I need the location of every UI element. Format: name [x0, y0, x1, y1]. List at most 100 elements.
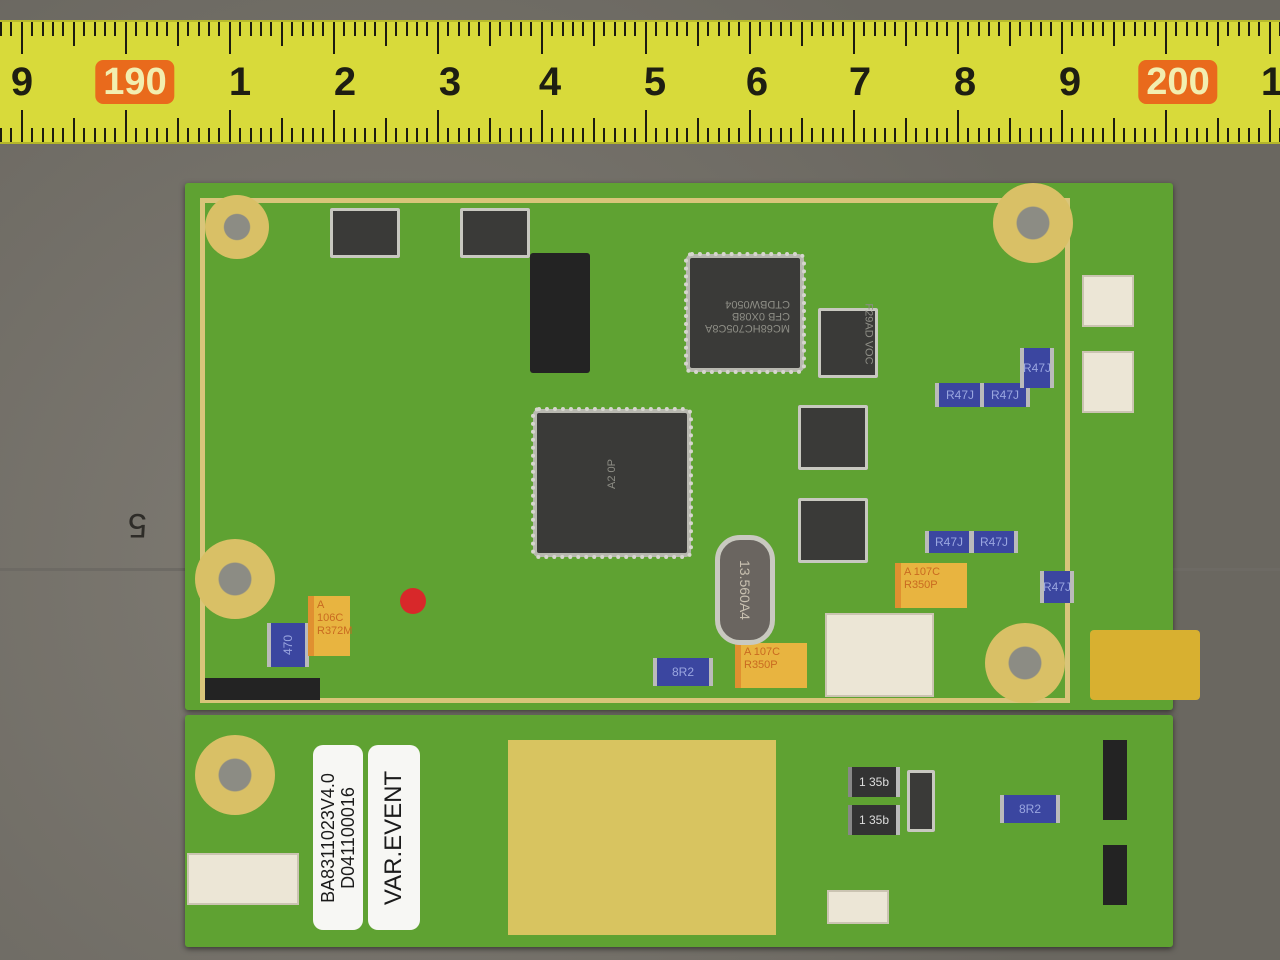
- white-connector[interactable]: [1082, 275, 1134, 327]
- tape-tick: [832, 22, 834, 36]
- tape-tick: [197, 22, 200, 36]
- tape-tick: [83, 128, 86, 142]
- tape-tick: [322, 22, 325, 36]
- main-processor-chip: A2 0P: [531, 407, 693, 559]
- tape-tick: [676, 128, 678, 142]
- tape-number-label: 1: [228, 60, 252, 104]
- inductor: 1 35b: [848, 767, 900, 797]
- tape-tick: [551, 22, 554, 36]
- ic-soic: [460, 208, 530, 258]
- tape-tick: [717, 128, 720, 142]
- tape-tick: [499, 128, 502, 142]
- ground-frame: [200, 198, 1070, 703]
- tape-tick: [374, 128, 377, 142]
- tape-tick: [832, 128, 834, 142]
- tape-tick: [1029, 22, 1032, 36]
- tape-number-label: 7: [848, 60, 872, 104]
- tape-tick: [1092, 22, 1094, 36]
- tape-tick: [686, 128, 689, 142]
- tape-tick: [748, 22, 751, 54]
- tape-number-label: 9: [1058, 60, 1082, 104]
- tape-tick: [239, 128, 242, 142]
- tape-tick: [884, 22, 886, 36]
- tape-tick: [1040, 22, 1042, 36]
- tape-tick: [790, 128, 793, 142]
- tape-tick: [1102, 128, 1105, 142]
- tape-tick: [707, 22, 710, 36]
- tape-tick: [509, 128, 512, 142]
- tape-tick: [1102, 22, 1105, 36]
- mounting-hole: [205, 195, 269, 259]
- jumper-header[interactable]: [205, 678, 320, 700]
- tape-tick: [811, 22, 814, 36]
- tape-tick: [322, 128, 325, 142]
- tape-tick: [1206, 22, 1209, 36]
- tape-tick: [301, 22, 304, 36]
- tape-tick: [665, 128, 668, 142]
- tape-number-label: 1: [1260, 60, 1280, 104]
- resistor: R47J: [980, 383, 1030, 407]
- tape-tick: [967, 128, 970, 142]
- tape-tick: [72, 22, 75, 46]
- tape-tick: [353, 128, 356, 142]
- tape-tick: [655, 128, 658, 142]
- tape-tick: [260, 128, 262, 142]
- tape-tick: [904, 118, 907, 142]
- tape-tick: [1112, 22, 1115, 46]
- tape-tick: [156, 22, 158, 36]
- tape-tick: [1268, 22, 1271, 54]
- shield-pad: [508, 740, 776, 935]
- white-connector[interactable]: [1082, 351, 1134, 413]
- tape-tick: [1258, 22, 1261, 36]
- tape-tick: [10, 22, 13, 36]
- tape-tick: [166, 128, 169, 142]
- tape-tick: [1123, 22, 1126, 36]
- tape-tick: [894, 22, 897, 36]
- tape-tick: [1112, 118, 1115, 142]
- mounting-hole: [195, 539, 275, 619]
- tape-tick: [208, 128, 210, 142]
- tape-tick: [759, 128, 762, 142]
- resistor: R47J: [925, 531, 973, 553]
- tape-number-label: 9: [10, 60, 34, 104]
- diode: [907, 770, 935, 832]
- tape-tick: [904, 22, 907, 46]
- white-connector[interactable]: [827, 890, 889, 924]
- pin-header[interactable]: [1103, 740, 1127, 820]
- processor-marking: A2 0P: [605, 459, 618, 489]
- tape-tick: [946, 22, 949, 36]
- tape-tick: [239, 22, 242, 36]
- antenna-connector[interactable]: [1090, 630, 1200, 700]
- tape-tick: [1206, 128, 1209, 142]
- tape-tick: [208, 22, 210, 36]
- tape-tick: [925, 22, 928, 36]
- tape-tick: [384, 22, 387, 46]
- pin-header[interactable]: [1103, 845, 1127, 905]
- tape-tick: [447, 22, 450, 36]
- main-pcb: MC68HC705C8A CFB 0X08B CTDBW0504 F29AD V…: [185, 183, 1200, 710]
- tape-tick: [353, 22, 356, 36]
- tape-tick: [1071, 128, 1074, 142]
- ic-ssop: [798, 405, 868, 470]
- tape-tick: [624, 128, 626, 142]
- tape-tick: [1050, 22, 1053, 36]
- tape-tick: [551, 128, 554, 142]
- ic-ssop: F29AD VOC: [818, 303, 878, 378]
- tape-tick: [145, 22, 148, 36]
- tape-tick: [52, 128, 54, 142]
- tape-tick: [1144, 128, 1146, 142]
- mounting-hole: [195, 735, 275, 815]
- tape-tick: [197, 128, 200, 142]
- tape-tick: [520, 128, 522, 142]
- tape-tick: [260, 22, 262, 36]
- tape-tick: [655, 22, 658, 36]
- tape-tick: [842, 128, 845, 142]
- tape-tick: [1248, 22, 1250, 36]
- tape-tick: [936, 128, 938, 142]
- white-connector[interactable]: [825, 613, 934, 697]
- tape-tick: [1164, 22, 1167, 54]
- tape-tick: [114, 22, 117, 36]
- tape-tick: [426, 128, 429, 142]
- white-connector[interactable]: [187, 853, 299, 905]
